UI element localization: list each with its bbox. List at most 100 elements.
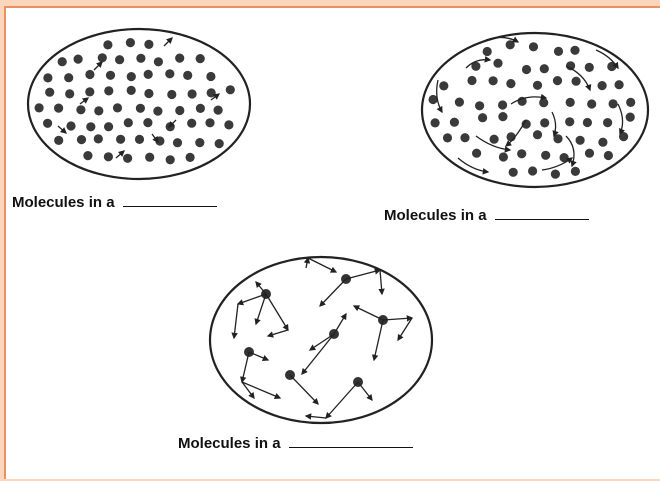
molecule <box>35 103 44 112</box>
molecule <box>175 54 184 63</box>
molecule <box>144 70 153 79</box>
gas-panel <box>210 257 432 423</box>
molecule <box>506 40 515 49</box>
molecule <box>450 118 459 127</box>
molecule <box>576 136 585 145</box>
molecule <box>135 135 144 144</box>
liquid-answer-blank[interactable] <box>495 218 589 220</box>
molecule <box>124 118 133 127</box>
molecule <box>143 118 152 127</box>
molecule <box>517 149 526 158</box>
molecule <box>626 98 635 107</box>
molecule <box>522 65 531 74</box>
molecule <box>626 113 635 122</box>
molecule <box>553 76 562 85</box>
molecule <box>443 133 452 142</box>
molecule <box>206 72 215 81</box>
molecule <box>85 70 94 79</box>
molecule <box>583 118 592 127</box>
gas-molecules <box>244 274 388 387</box>
molecule <box>175 106 184 115</box>
molecule <box>214 106 223 115</box>
molecule <box>126 38 135 47</box>
molecule <box>226 85 235 94</box>
gas-caption-text: Molecules in a <box>178 435 281 452</box>
molecule <box>186 153 195 162</box>
molecule <box>43 73 52 82</box>
molecule <box>85 87 94 96</box>
molecule <box>65 89 74 98</box>
molecule <box>215 139 224 148</box>
molecule <box>205 118 214 127</box>
molecule <box>571 167 580 176</box>
molecule <box>483 47 492 56</box>
molecule <box>66 121 75 130</box>
molecule <box>136 104 145 113</box>
molecule <box>115 55 124 64</box>
worksheet-frame: Molecules in a Molecules in a Molecules … <box>4 6 660 479</box>
molecule <box>598 81 607 90</box>
molecule <box>145 153 154 162</box>
molecule <box>475 101 484 110</box>
solid-caption-text: Molecules in a <box>12 194 115 211</box>
molecule <box>136 54 145 63</box>
liquid-molecules <box>429 40 636 179</box>
solid-molecules <box>35 38 235 164</box>
molecule <box>94 106 103 115</box>
molecule <box>127 86 136 95</box>
molecule <box>533 130 542 139</box>
molecule <box>539 98 548 107</box>
molecule <box>154 57 163 66</box>
molecule <box>603 118 612 127</box>
molecule <box>103 40 112 49</box>
molecule <box>58 57 67 66</box>
molecule <box>173 138 182 147</box>
molecule <box>76 105 85 114</box>
solid-answer-blank[interactable] <box>123 205 217 207</box>
molecule <box>506 79 515 88</box>
molecule <box>604 151 613 160</box>
molecule <box>188 89 197 98</box>
molecule <box>540 118 549 127</box>
molecule <box>166 155 175 164</box>
molecule <box>196 104 205 113</box>
molecule <box>498 112 507 121</box>
molecule <box>533 81 542 90</box>
molecule <box>615 80 624 89</box>
liquid-caption: Molecules in a <box>384 207 589 224</box>
molecule <box>54 104 63 113</box>
molecule <box>144 89 153 98</box>
molecule <box>572 77 581 86</box>
gas-motion-arrows <box>234 258 412 418</box>
molecule <box>116 135 125 144</box>
molecule <box>460 133 469 142</box>
molecule <box>104 86 113 95</box>
molecule <box>104 152 113 161</box>
molecule <box>598 138 607 147</box>
molecule <box>455 98 464 107</box>
molecule <box>86 122 95 131</box>
gas-caption: Molecules in a <box>178 435 413 452</box>
molecule <box>528 166 537 175</box>
liquid-container <box>422 33 648 187</box>
molecule <box>541 151 550 160</box>
liquid-caption-text: Molecules in a <box>384 207 487 224</box>
molecule <box>565 117 574 126</box>
solid-panel <box>28 29 250 179</box>
molecule <box>587 99 596 108</box>
molecule <box>224 120 233 129</box>
molecule <box>554 47 563 56</box>
gas-answer-blank[interactable] <box>289 446 413 448</box>
molecule <box>74 55 83 64</box>
molecule <box>509 168 518 177</box>
molecule <box>493 59 502 68</box>
molecule <box>207 88 216 97</box>
solid-caption: Molecules in a <box>12 194 217 211</box>
molecule <box>570 46 579 55</box>
molecule <box>467 76 476 85</box>
molecule <box>104 122 113 131</box>
liquid-panel <box>422 33 648 187</box>
molecule <box>153 107 162 116</box>
molecule <box>609 99 618 108</box>
molecule <box>196 54 205 63</box>
